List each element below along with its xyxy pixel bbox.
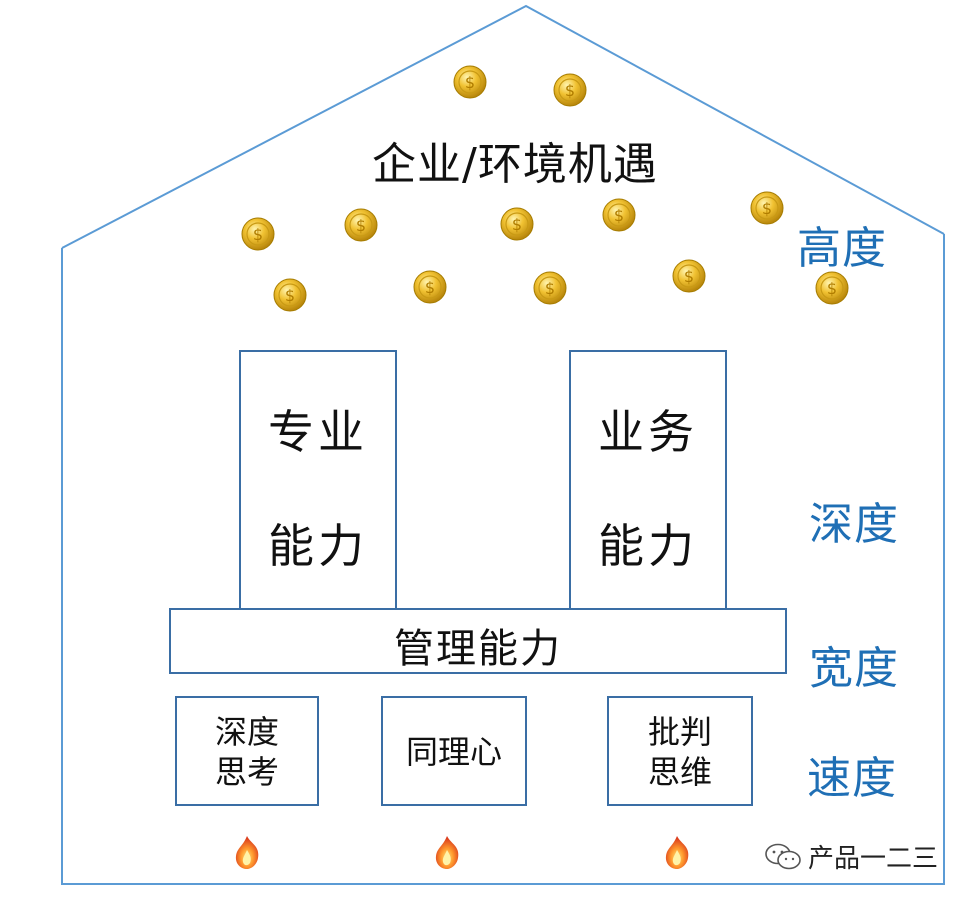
watermark: 产品一二三 <box>764 838 938 875</box>
foundation-critical-thinking: 批判 思维 <box>607 696 753 806</box>
dollar-coin-icon: $ <box>500 207 534 241</box>
svg-text:$: $ <box>565 81 575 100</box>
foundation-deep-thinking: 深度 思考 <box>175 696 319 806</box>
wechat-icon <box>765 843 801 869</box>
svg-text:$: $ <box>356 216 366 235</box>
dimension-width-label: 宽度 <box>809 643 899 694</box>
foundation-empathy-line1: 同理心 <box>405 733 502 771</box>
roof-label: 企业/环境机遇 <box>372 139 658 190</box>
foundation-critical-thinking-line1: 批判 <box>647 713 712 751</box>
svg-text:$: $ <box>545 279 555 298</box>
svg-text:$: $ <box>614 206 624 225</box>
svg-text:$: $ <box>762 199 772 218</box>
pillar-business-line2: 能力 <box>598 519 698 573</box>
foundation-empathy: 同理心 <box>381 696 527 806</box>
dollar-coin-icon: $ <box>453 65 487 99</box>
foundation-deep-thinking-line1: 深度 <box>214 713 279 751</box>
dollar-coin-icon: $ <box>815 271 849 305</box>
svg-text:$: $ <box>512 215 522 234</box>
pillar-business-line1: 业务 <box>598 405 698 459</box>
svg-text:$: $ <box>684 267 694 286</box>
dollar-coin-icon: $ <box>413 270 447 304</box>
dollar-coin-icon: $ <box>750 191 784 225</box>
dimension-speed-label: 速度 <box>807 753 897 804</box>
pillar-professional: 专业 能力 <box>239 350 397 612</box>
dollar-coin-icon: $ <box>672 259 706 293</box>
foundation-deep-thinking-line2: 思考 <box>214 753 279 791</box>
svg-text:$: $ <box>465 73 475 92</box>
flame-icon <box>235 836 259 869</box>
dollar-coin-icon: $ <box>344 208 378 242</box>
dollar-coin-icon: $ <box>241 217 275 251</box>
dollar-coin-icon: $ <box>273 278 307 312</box>
management-beam-label: 管理能力 <box>394 626 562 672</box>
watermark-text: 产品一二三 <box>807 844 938 874</box>
svg-text:$: $ <box>285 286 295 305</box>
management-beam: 管理能力 <box>169 608 787 674</box>
foundation-critical-thinking-line2: 思维 <box>647 753 712 791</box>
pillar-professional-line2: 能力 <box>268 519 368 573</box>
dimension-height-label: 高度 <box>797 223 887 274</box>
dollar-coin-icon: $ <box>553 73 587 107</box>
svg-text:$: $ <box>425 278 435 297</box>
flame-icon <box>665 836 689 869</box>
pillar-business: 业务 能力 <box>569 350 727 612</box>
dimension-depth-label: 深度 <box>809 499 899 550</box>
flame-icon <box>435 836 459 869</box>
dollar-coin-icon: $ <box>533 271 567 305</box>
svg-text:$: $ <box>253 225 263 244</box>
dollar-coin-icon: $ <box>602 198 636 232</box>
svg-text:$: $ <box>827 279 837 298</box>
pillar-professional-line1: 专业 <box>268 405 368 459</box>
